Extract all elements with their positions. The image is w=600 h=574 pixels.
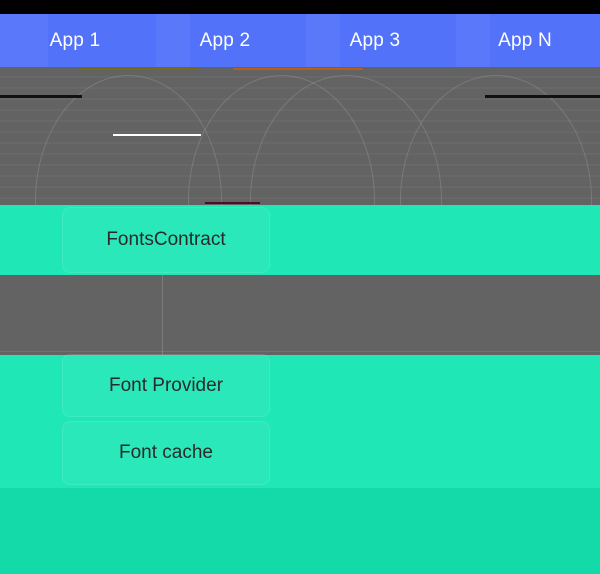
band-bottom-fill [0,488,600,574]
band-fontscontract [0,205,600,275]
tab-app-n[interactable]: App N [450,14,600,67]
band-font-provider [0,355,600,418]
status-bar [0,0,600,14]
band-font-cache [0,418,600,488]
divider-line [0,351,600,352]
glitch-bar [485,95,600,98]
tab-app-1[interactable]: App 1 [0,14,150,67]
tab-app-n-label: App N [498,29,552,51]
block-font-cache-label: Font cache [119,442,213,463]
tab-app-2-label: App 2 [199,29,251,51]
glitch-bar [80,68,200,70]
tab-app-1-label: App 1 [49,29,101,51]
glitch-bar [233,68,363,70]
glitch-bar [113,134,201,136]
app-tab-bar: App 1 App 2 App 3 App N [0,14,600,67]
block-font-provider-label: Font Provider [108,374,224,396]
glitch-bar [205,202,260,204]
glitch-bar [0,95,82,98]
tab-app-3-label: App 3 [349,29,401,51]
band-gray-divider [0,275,600,355]
corrupted-render-region [0,67,600,205]
block-font-cache[interactable]: Font cache [62,421,270,485]
tab-app-3[interactable]: App 3 [300,14,450,67]
block-fontscontract-label: FontsContract [106,229,226,250]
tab-app-2[interactable]: App 2 [150,14,300,67]
block-font-provider[interactable]: Font Provider [62,354,270,417]
block-fontscontract[interactable]: FontsContract [62,207,270,273]
divider-line [162,275,163,355]
